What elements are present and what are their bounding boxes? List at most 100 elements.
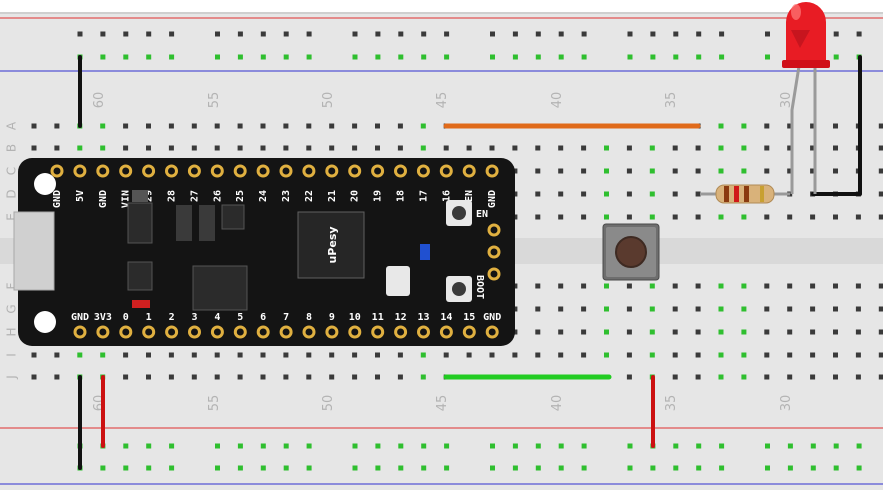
breadboard-hole	[810, 329, 816, 335]
breadboard-hole	[260, 352, 266, 358]
rail-hole	[673, 31, 679, 37]
boot-button-cap[interactable]	[452, 282, 466, 296]
breadboard-hole	[878, 374, 883, 380]
rail-hole	[490, 54, 495, 60]
breadboard-hole	[810, 168, 816, 174]
rail-hole	[352, 54, 358, 60]
pin-label: 29	[144, 190, 155, 202]
pin-label: 26	[212, 190, 223, 202]
breadboard-hole	[764, 123, 770, 129]
breadboard-hole	[810, 145, 816, 151]
led	[782, 2, 830, 194]
rp2040-chip	[297, 211, 365, 279]
breadboard-hole	[649, 214, 655, 220]
breadboard-hole	[375, 145, 380, 151]
rail-hole	[123, 31, 129, 37]
breadboard-hole	[787, 283, 793, 289]
en-button-cap[interactable]	[452, 206, 466, 220]
mounting-hole-bottom	[34, 311, 56, 333]
breadboard-hole	[718, 374, 724, 380]
rail-hole	[650, 465, 656, 471]
breadboard-hole	[604, 168, 609, 174]
pin-pad	[233, 325, 247, 339]
rail-hole	[696, 443, 702, 449]
pin-label: 18	[396, 190, 407, 202]
rail-hole	[123, 54, 129, 60]
wire-black-led-gnd	[811, 55, 862, 196]
breadboard-top-edge	[0, 12, 883, 14]
breadboard-hole	[581, 306, 587, 312]
rail-hole	[100, 54, 106, 60]
breadboard-hole	[100, 352, 106, 358]
row-letter: I	[5, 353, 19, 357]
breadboard-hole	[168, 123, 174, 129]
breadboard-hole	[878, 352, 883, 358]
pin-label: 17	[418, 190, 429, 202]
rail-hole	[375, 31, 381, 37]
rail-hole	[856, 443, 862, 449]
breadboard-hole	[604, 306, 609, 312]
resistor	[700, 184, 790, 204]
boot-button-label: BOOT	[474, 275, 485, 299]
rail-hole	[237, 443, 243, 449]
rail-hole	[444, 443, 450, 449]
row-letter: F	[5, 282, 19, 289]
breadboard-hole	[535, 352, 541, 358]
breadboard-hole	[626, 168, 632, 174]
rail-hole	[719, 465, 725, 471]
rail-hole	[490, 31, 495, 37]
pin-pad	[165, 325, 179, 339]
row-letter: J	[5, 375, 19, 380]
breadboard-hole	[764, 168, 770, 174]
breadboard-hole	[54, 352, 60, 358]
breadboard-hole	[649, 145, 655, 151]
rail-hole	[512, 465, 518, 471]
push-button	[602, 223, 660, 281]
rail-hole	[352, 465, 358, 471]
pin-label: 13	[417, 312, 429, 323]
breadboard-hole	[833, 214, 838, 220]
rail-hole	[833, 465, 839, 471]
breadboard-hole	[810, 374, 816, 380]
pin-label: 20	[350, 190, 361, 202]
breadboard-hole	[741, 283, 747, 289]
breadboard-hole	[420, 123, 426, 129]
rail-hole	[719, 31, 725, 37]
pin-label: 2	[169, 312, 175, 323]
breadboard-hole	[558, 191, 564, 197]
breadboard-hole	[833, 306, 838, 312]
breadboard-hole	[77, 352, 83, 358]
breadboard-hole	[329, 352, 335, 358]
pin-pad	[96, 164, 110, 178]
breadboard-hole	[214, 374, 220, 380]
rail-hole	[512, 54, 518, 60]
breadboard-hole	[100, 145, 106, 151]
rail-hole	[100, 465, 106, 471]
breadboard-hole	[741, 145, 747, 151]
breadboard-hole	[695, 145, 701, 151]
breadboard-hole	[54, 123, 60, 129]
pin-pad	[348, 164, 362, 178]
rail-hole	[123, 465, 129, 471]
breadboard-hole	[31, 145, 37, 151]
breadboard-hole	[626, 352, 632, 358]
pin-pad	[50, 164, 64, 178]
pin-pad	[187, 164, 201, 178]
pin-label: 0	[123, 312, 129, 323]
column-number: 45	[435, 92, 450, 109]
led-lead-anode	[790, 59, 802, 194]
rail-hole	[169, 443, 175, 449]
breadboard-hole	[878, 145, 883, 151]
breadboard-hole	[718, 329, 724, 335]
mounting-hole-top	[34, 173, 56, 195]
rail-hole	[719, 443, 725, 449]
breadboard-hole	[352, 374, 358, 380]
breadboard-hole	[833, 168, 838, 174]
breadboard-hole	[741, 214, 747, 220]
breadboard-hole	[855, 374, 861, 380]
pin-pad	[485, 325, 499, 339]
breadboard-hole	[535, 329, 541, 335]
pin-label: 8	[306, 312, 312, 323]
breadboard-hole	[878, 123, 883, 129]
breadboard-hole	[787, 123, 793, 129]
